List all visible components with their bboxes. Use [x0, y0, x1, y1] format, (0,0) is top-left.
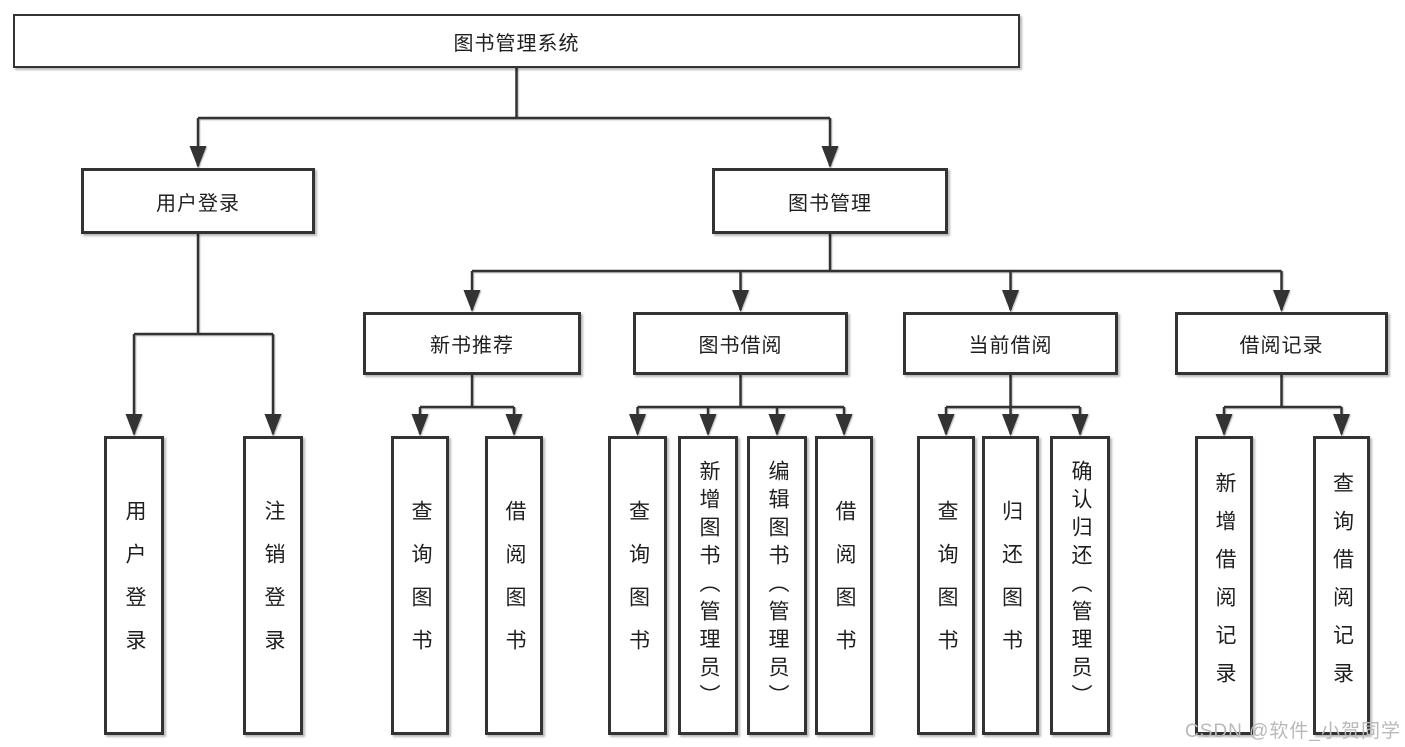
- node-book-borrow: 图书借阅: [633, 312, 848, 375]
- node-current-borrow: 当前借阅: [903, 312, 1118, 375]
- leaf-confirm-return-admin: 确认归还（管理员）: [1050, 436, 1110, 735]
- node-borrow-records: 借阅记录: [1175, 312, 1388, 375]
- arrowheads: [125, 146, 1350, 436]
- leaf-edit-book-admin: 编辑图书（管理员）: [747, 436, 807, 735]
- leaf-query-borrow-record: 查询借阅记录: [1313, 436, 1370, 735]
- leaf-add-book-admin: 新增图书（管理员）: [678, 436, 738, 735]
- node-root: 图书管理系统: [13, 14, 1020, 68]
- node-book-management: 图书管理: [712, 168, 948, 234]
- leaf-borrow-books-recommend: 借阅图书: [485, 436, 543, 735]
- leaf-return-book: 归还图书: [982, 436, 1039, 735]
- node-user-login: 用户登录: [81, 168, 315, 234]
- leaf-logout: 注销登录: [243, 436, 303, 735]
- watermark: CSDN @软件_小贺同学: [1185, 721, 1401, 742]
- leaf-borrow-books: 借阅图书: [815, 436, 873, 735]
- leaf-query-books-recommend: 查询图书: [391, 436, 449, 735]
- node-new-book-recommend: 新书推荐: [363, 312, 581, 375]
- leaf-query-books-current: 查询图书: [917, 436, 975, 735]
- leaf-user-login: 用户登录: [104, 436, 164, 735]
- leaf-add-borrow-record: 新增借阅记录: [1195, 436, 1253, 735]
- leaf-query-books-borrow: 查询图书: [608, 436, 667, 735]
